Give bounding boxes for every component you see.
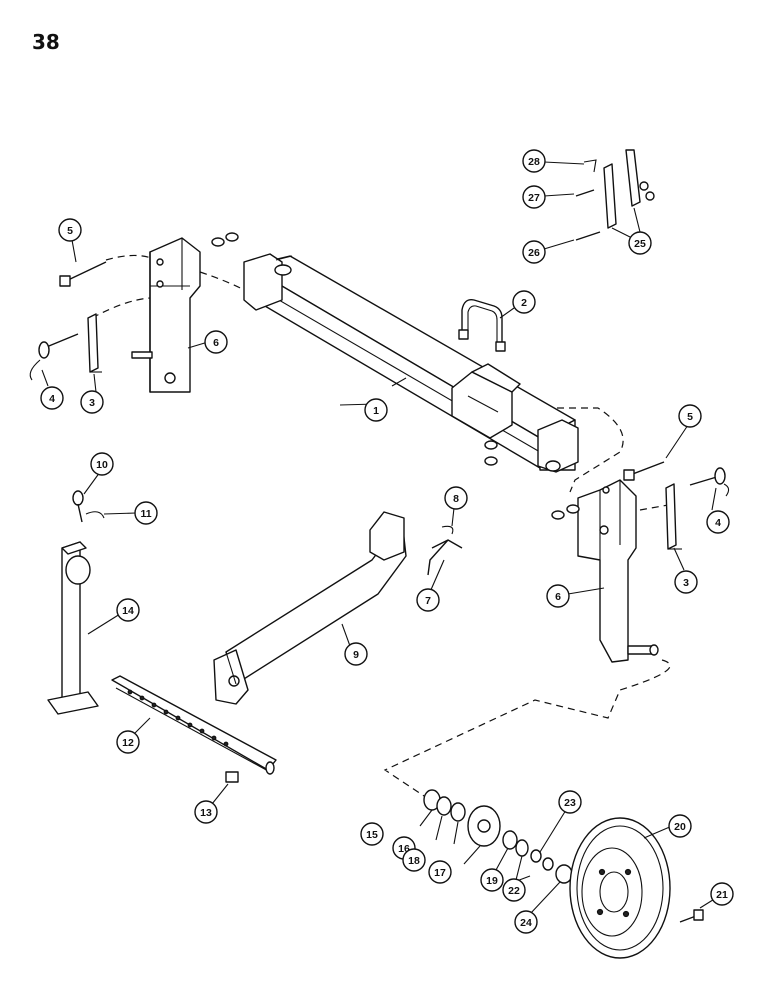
svg-text:17: 17: [434, 867, 446, 879]
svg-text:20: 20: [674, 821, 686, 833]
part-3-link-plates: [87, 313, 682, 550]
svg-text:18: 18: [408, 855, 420, 867]
callout-22: 22: [502, 878, 526, 902]
svg-text:15: 15: [366, 829, 378, 841]
svg-text:7: 7: [425, 595, 431, 607]
callout-8: 8: [444, 486, 468, 510]
callout-28: 28: [522, 149, 546, 173]
svg-text:5: 5: [687, 411, 693, 423]
callout-5-right: 5: [678, 404, 702, 428]
callout-23: 23: [558, 790, 582, 814]
svg-text:23: 23: [564, 797, 576, 809]
part-5-bolts: [59, 261, 665, 481]
callout-21: 21: [710, 882, 734, 906]
callout-10: 10: [90, 452, 114, 476]
callout-18: 18: [402, 848, 426, 872]
part-6-right-spindle-bracket: [551, 479, 659, 663]
callout-14: 14: [116, 598, 140, 622]
callout-25: 25: [628, 231, 652, 255]
svg-text:21: 21: [716, 889, 728, 901]
svg-text:9: 9: [353, 649, 359, 661]
callout-24: 24: [514, 910, 538, 934]
part-1-axle-bar: [243, 253, 579, 473]
callout-4-right: 4: [706, 510, 730, 534]
callout-6-right: 6: [546, 584, 570, 608]
callout-5-left: 5: [58, 218, 82, 242]
svg-text:19: 19: [486, 875, 498, 887]
svg-text:13: 13: [200, 807, 212, 819]
svg-text:2: 2: [521, 297, 527, 309]
svg-text:6: 6: [555, 591, 561, 603]
callout-15: 15: [360, 822, 384, 846]
svg-text:4: 4: [715, 517, 721, 529]
part-7-8-pin-and-clip: [427, 525, 463, 576]
svg-text:27: 27: [528, 192, 540, 204]
part-10-11-lynch-pin: [72, 490, 105, 523]
svg-text:16: 16: [398, 843, 410, 855]
callout-13: 13: [194, 800, 218, 824]
svg-text:1: 1: [373, 405, 379, 417]
callout-3-right: 3: [674, 570, 698, 594]
callout-11: 11: [134, 501, 158, 525]
svg-text:26: 26: [528, 247, 540, 259]
callout-9: 9: [344, 642, 368, 666]
svg-text:24: 24: [520, 917, 532, 929]
part-13-nut: [225, 771, 239, 783]
part-12-hitch-bar: [111, 675, 277, 775]
svg-text:25: 25: [634, 238, 646, 250]
callout-12: 12: [116, 730, 140, 754]
callout-2: 2: [512, 290, 536, 314]
svg-text:4: 4: [49, 393, 55, 405]
part-4-hitch-pins: [29, 333, 730, 497]
callout-1: 1: [364, 398, 388, 422]
svg-text:10: 10: [96, 459, 108, 471]
svg-text:22: 22: [508, 885, 520, 897]
svg-text:3: 3: [89, 397, 95, 409]
callout-20: 20: [668, 814, 692, 838]
part-2-u-bolt: [458, 299, 506, 352]
svg-text:6: 6: [213, 337, 219, 349]
svg-text:5: 5: [67, 225, 73, 237]
part-9-tongue: [213, 511, 407, 705]
callout-27: 27: [522, 185, 546, 209]
hub-assembly: [423, 789, 573, 884]
callout-19: 19: [480, 868, 504, 892]
svg-text:14: 14: [122, 605, 134, 617]
part-21-wheel-bolt: [679, 909, 704, 923]
callout-6-left: 6: [204, 330, 228, 354]
part-6-left-spindle-bracket: [131, 232, 239, 393]
callout-26: 26: [522, 240, 546, 264]
part-25-to-28-hardware: [575, 149, 655, 241]
page-number: 38: [32, 30, 60, 54]
svg-text:3: 3: [683, 577, 689, 589]
svg-text:8: 8: [453, 493, 459, 505]
svg-text:11: 11: [140, 508, 151, 520]
part-14-jack-stand: [47, 541, 99, 715]
svg-text:12: 12: [122, 737, 134, 749]
callout-17: 17: [428, 860, 452, 884]
callout-4-left: 4: [40, 386, 64, 410]
callout-7: 7: [416, 588, 440, 612]
hitch-bar-holes: [127, 689, 229, 747]
callout-3-left: 3: [80, 390, 104, 414]
svg-text:28: 28: [528, 156, 540, 168]
part-20-wheel-rim: [569, 817, 671, 959]
